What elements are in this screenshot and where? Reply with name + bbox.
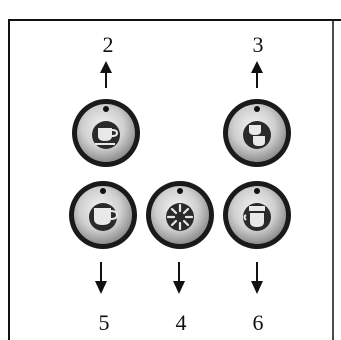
arrow-down-icon <box>95 262 107 294</box>
panel-border <box>8 19 341 340</box>
arrow-up-icon <box>251 61 263 88</box>
small-cup-button[interactable] <box>72 99 140 167</box>
small-cup-icon <box>92 121 120 149</box>
arrow-up-icon <box>100 61 112 88</box>
arrow-down-icon <box>251 262 263 294</box>
large-cup-icon <box>89 203 119 231</box>
arrow-down-icon <box>173 262 185 294</box>
steam-button[interactable] <box>146 181 214 249</box>
callout-number-2: 2 <box>103 32 114 57</box>
callout-number-3: 3 <box>253 32 264 57</box>
callout-number-5: 5 <box>99 310 110 335</box>
cappuccino-button[interactable] <box>223 181 291 249</box>
double-cup-button[interactable] <box>223 99 291 167</box>
callout-number-4: 4 <box>176 310 187 335</box>
cappuccino-icon <box>243 203 271 231</box>
large-cup-button[interactable] <box>69 181 137 249</box>
steam-icon <box>166 203 194 231</box>
callout-number-6: 6 <box>253 310 264 335</box>
double-cup-icon <box>243 121 271 149</box>
